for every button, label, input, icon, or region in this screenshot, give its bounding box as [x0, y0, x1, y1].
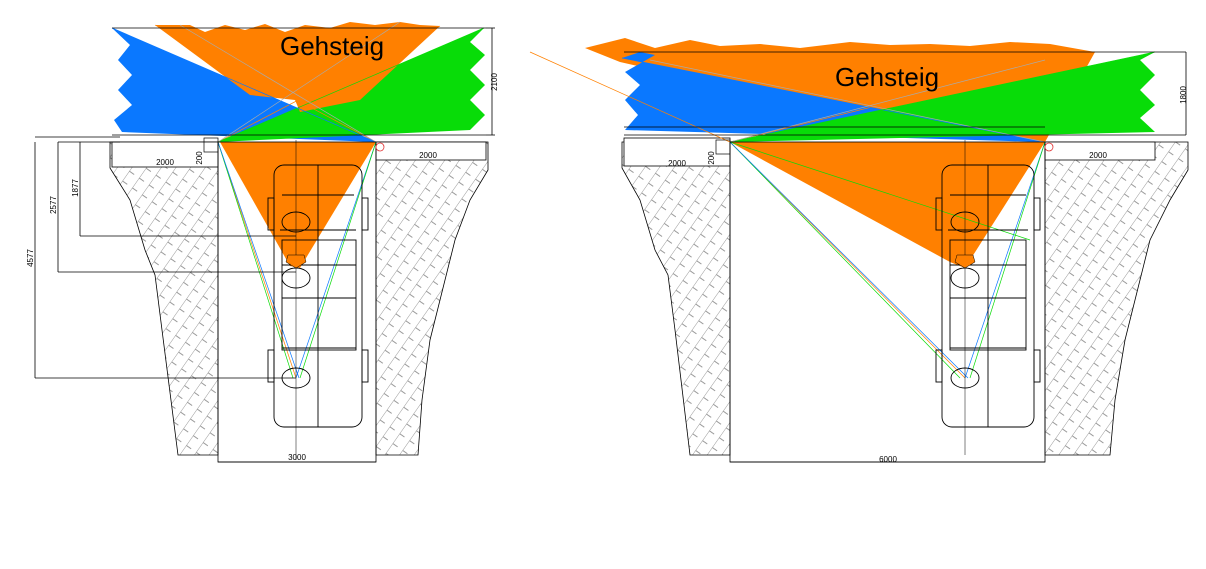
right-wall-left — [621, 141, 731, 456]
right-car — [935, 140, 1041, 455]
left-dimension-lines — [34, 136, 296, 379]
left-wall-right — [375, 141, 489, 456]
left-setback-dimension: 200 — [195, 151, 204, 165]
left-drawing: Gehsteig 2100 2000 2000 200 1877 2577 45… — [26, 21, 499, 463]
right-blue-sightfield — [622, 52, 1045, 142]
left-depth-dimension: 2100 — [490, 73, 499, 91]
right-sidewalk-dimension-left: 2000 — [668, 159, 686, 168]
left-distance-3: 4577 — [26, 249, 35, 267]
left-car — [267, 140, 369, 460]
right-sidewalk-dimension-right: 2000 — [1089, 151, 1107, 160]
left-distance-2: 2577 — [49, 196, 58, 214]
right-wall-right — [1044, 141, 1189, 456]
right-sidewalk-label: Gehsteig — [835, 62, 939, 92]
left-sidewalk-dimension-left: 2000 — [156, 158, 174, 167]
left-orange-sightfield-bottom — [220, 142, 376, 268]
left-sidewalk-label: Gehsteig — [280, 31, 384, 61]
left-width-dimension: 3000 — [288, 453, 306, 462]
right-drawing: Gehsteig 1800 2000 2000 200 6000 — [529, 38, 1189, 464]
right-width-dimension: 6000 — [879, 455, 897, 464]
left-orange-sightfield-top — [155, 22, 440, 112]
right-setback-dimension: 200 — [707, 151, 716, 165]
left-sidewalk-dimension-right: 2000 — [419, 151, 437, 160]
left-sidewalk-box-left — [111, 141, 219, 168]
left-wall-left — [109, 141, 219, 456]
right-orange-sightfield-bottom — [730, 142, 1045, 268]
left-sight-rays — [111, 21, 485, 379]
right-depth-dimension: 1800 — [1179, 86, 1188, 104]
left-distance-1: 1877 — [71, 179, 80, 197]
